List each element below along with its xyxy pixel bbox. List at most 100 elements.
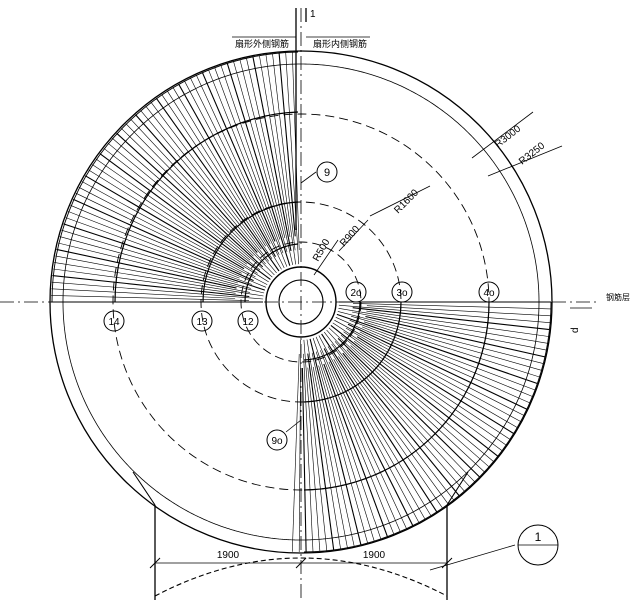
rebar-upper-line-21 xyxy=(88,169,269,283)
r500-leader xyxy=(313,239,339,276)
rebar-upper-line-56 xyxy=(278,52,296,237)
left-note: 扇形外侧钢筋 xyxy=(235,38,289,49)
bubble-9-label: 9 xyxy=(324,167,330,179)
rebar-lower-line-40 xyxy=(323,348,414,526)
dim-tick-left xyxy=(149,557,161,569)
rebar-upper-line-46 xyxy=(214,67,284,254)
rebar-lower-line-13 xyxy=(349,320,536,391)
bubble-2o-group: 2o xyxy=(345,281,367,303)
rebar-lower-line-57 xyxy=(298,339,302,553)
rebar-lower-line-53 xyxy=(307,367,328,551)
detail-leader xyxy=(429,544,516,571)
r500-label: R500 xyxy=(311,237,333,264)
rebar-lower-line-33 xyxy=(323,331,454,501)
rebar-lower-line-21 xyxy=(332,322,511,440)
rebar-upper-line-9 xyxy=(58,242,265,294)
r3000-leader xyxy=(471,111,534,159)
bubble-9-leader xyxy=(300,171,317,184)
rebar-lower-line-9 xyxy=(337,311,544,364)
section-mark: 1 xyxy=(310,9,316,20)
rebar-upper-line-17 xyxy=(75,192,242,274)
rebar-upper-line-32 xyxy=(135,114,258,253)
rebar-upper-line-36 xyxy=(155,97,280,272)
bubble-12-group: 12 xyxy=(237,310,259,332)
r3000-label: R3000 xyxy=(493,123,523,150)
rebar-upper-line-35 xyxy=(150,101,262,250)
rebar-lower-line-1 xyxy=(352,303,551,310)
rebar-upper-line-4 xyxy=(52,275,250,298)
rebar-upper-line-14 xyxy=(67,211,240,279)
rebar-lower-line-38 xyxy=(333,359,426,520)
rebar-lower-line-45 xyxy=(312,337,382,539)
bubble-13-label: 13 xyxy=(196,317,208,328)
rebar-lower-line-7 xyxy=(351,311,547,351)
top-notes: 扇形外侧钢筋 扇形内侧钢筋 1 xyxy=(232,9,370,49)
rebar-lower-line-17 xyxy=(359,331,524,416)
bubble-4o-label: 4o xyxy=(483,288,495,299)
rebar-lower-line-24 xyxy=(330,324,499,457)
rebar-upper-line-7 xyxy=(55,255,250,293)
rebar-upper-line-31 xyxy=(130,118,266,265)
rebar-upper-line-1 xyxy=(51,295,250,301)
bubble-9 xyxy=(316,161,338,183)
spiral-arcs xyxy=(51,51,552,553)
rebar-upper-line-8 xyxy=(56,248,237,289)
bubble-3o-label: 3o xyxy=(396,288,408,299)
rebar-lower-line-32 xyxy=(342,352,460,496)
axes xyxy=(0,8,600,600)
bubble-9o-group: 9o xyxy=(266,419,302,451)
rebar-upper-line-16 xyxy=(72,198,254,282)
bubble-4o-group: 4o xyxy=(478,281,500,303)
bubble-4o xyxy=(478,281,500,303)
rebar-lower-line-5 xyxy=(366,310,549,337)
d-dim-label: d xyxy=(570,327,581,333)
rebar-lower-line-16 xyxy=(347,323,528,410)
rebar-upper-line-43 xyxy=(196,74,280,255)
bubble-12-label: 12 xyxy=(242,317,254,328)
rebar-upper-line-11 xyxy=(61,229,238,284)
bubble-14-label: 14 xyxy=(108,317,120,328)
rebar-upper-line-28 xyxy=(116,132,264,268)
rebar-upper-line-48 xyxy=(226,62,291,266)
rebar-lower-line-6 xyxy=(338,308,548,344)
bubble-9o-leader xyxy=(285,419,302,433)
rebar-upper-line-2 xyxy=(51,288,236,299)
rebar-upper-line-23 xyxy=(95,158,248,265)
rebar-upper-line-39 xyxy=(172,87,282,270)
rebar-upper-line-50 xyxy=(239,59,286,239)
rebar-lower-line-22 xyxy=(343,331,507,446)
rebar-lower-line-27 xyxy=(328,327,485,473)
rebar-upper-line-25 xyxy=(103,148,261,271)
rebar-lower-line-50 xyxy=(312,366,348,548)
rebar-upper-line-22 xyxy=(92,164,258,274)
rebar-upper-line-37 xyxy=(161,94,273,259)
rebar-upper-line-55 xyxy=(272,53,296,251)
rebar-lower-line-2 xyxy=(366,305,551,317)
rebar-upper-line-47 xyxy=(220,65,281,240)
bubble-13-group: 13 xyxy=(191,310,213,332)
rebar-lower-line-51 xyxy=(306,339,341,549)
rebar-lower-line-39 xyxy=(318,335,420,523)
spiral-arc-3o xyxy=(303,301,402,403)
rebar-lower-line-37 xyxy=(327,346,432,516)
rebar-upper-line-40 xyxy=(178,83,276,257)
bubble-12 xyxy=(237,310,259,332)
rebar-upper-line-19 xyxy=(81,181,256,278)
rebar-upper-line-33 xyxy=(140,110,277,274)
rebar-upper-line-44 xyxy=(201,72,276,242)
bubble-9o xyxy=(266,429,288,451)
rebar-lower-line-30 xyxy=(326,329,470,487)
rebar-lower-line-14 xyxy=(361,326,533,397)
rebar-lower-line-18 xyxy=(334,319,521,422)
rebar-upper-line-57 xyxy=(285,52,299,265)
rebar-upper-line-29 xyxy=(120,128,254,257)
rebar-lower-line-20 xyxy=(356,336,514,434)
rebar-lower-line-31 xyxy=(334,341,465,492)
r3250-leader xyxy=(487,145,563,177)
rebar-lower-line-19 xyxy=(345,327,518,428)
spiral-arc-14 xyxy=(114,111,299,303)
bubble-3o-group: 3o xyxy=(391,281,413,303)
rebar-lower-line-29 xyxy=(346,349,475,483)
r900-leader xyxy=(338,219,369,252)
